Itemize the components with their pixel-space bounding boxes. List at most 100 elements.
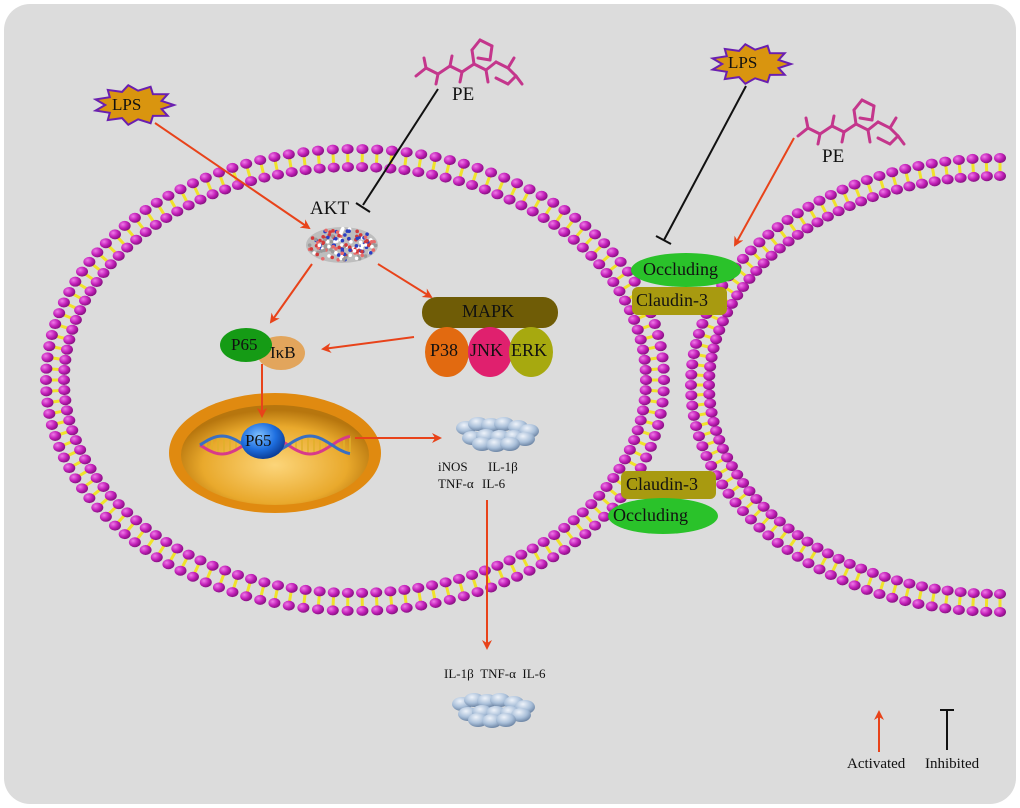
lipid-head [74, 444, 87, 455]
lipid-head [980, 171, 993, 182]
akt-atom [310, 236, 315, 240]
lipid-head [705, 460, 718, 471]
lipid-head [139, 522, 152, 533]
pe-bond [888, 116, 898, 130]
lipid-head [685, 380, 697, 390]
lipid-head [63, 463, 76, 474]
occluding-bottom-label: Occluding [613, 505, 688, 525]
pe-bond [852, 108, 858, 126]
lipid-head [258, 577, 271, 588]
lipid-head [652, 330, 665, 341]
lipid-head [687, 349, 700, 360]
lps-right-node[interactable] [709, 42, 795, 86]
lipid-head [90, 277, 103, 288]
akt-atom [330, 255, 335, 260]
lps-left-node[interactable] [92, 83, 178, 127]
jnk-label: JNK [470, 340, 504, 360]
lipid-head [737, 477, 750, 488]
edge-lps-inhibits-occluding [663, 85, 747, 241]
lipid-head [66, 425, 79, 436]
lipid-head [757, 258, 770, 269]
lps-star-icon [92, 83, 178, 127]
lipid-head [535, 190, 548, 201]
lipid-head [710, 425, 723, 436]
lipid-head [623, 444, 636, 455]
pe-bond [506, 56, 516, 70]
lipid-head [600, 268, 613, 279]
pe-bond [436, 64, 452, 76]
akt-atom [321, 241, 326, 246]
lipid-head [285, 582, 298, 593]
lipid-head [76, 266, 89, 277]
akt-atom [344, 243, 348, 247]
lipid-head [765, 250, 778, 261]
lipid-head [171, 543, 184, 554]
lipid-head [743, 273, 756, 284]
lipid-head [716, 316, 729, 327]
akt-atom [363, 254, 368, 258]
pe-molecule-icon [796, 98, 906, 146]
lipid-head [254, 594, 267, 605]
akt-atom [329, 240, 334, 244]
lipid-head [713, 434, 726, 445]
lipid-head [498, 172, 511, 183]
akt-atom [322, 248, 326, 253]
lipid-head [637, 344, 650, 355]
akt-label: AKT [310, 198, 350, 219]
lipid-head [162, 559, 175, 570]
edge-pe-to-occluding [734, 137, 795, 247]
lipid-head [149, 219, 162, 230]
lipid-head [736, 253, 749, 264]
lipid-head [824, 189, 837, 200]
lipid-head [736, 506, 749, 517]
akt-atom [371, 248, 376, 252]
lipid-head [836, 575, 849, 586]
pe-bond [476, 56, 492, 62]
lipid-head [873, 589, 886, 600]
lipid-head [112, 250, 125, 261]
akt-atom [373, 243, 378, 248]
lipid-head [471, 587, 484, 598]
lipid-head [744, 514, 757, 525]
lipid-head [526, 206, 539, 217]
edge-mapk-to-ikb [321, 336, 415, 353]
lipid-head [685, 369, 698, 380]
lipid-head [160, 537, 173, 548]
lipid-head [725, 461, 738, 472]
lipid-head [58, 364, 71, 375]
lipid-head [753, 522, 766, 533]
lipid-head [299, 165, 312, 176]
claudin-bottom-node [621, 471, 716, 499]
pe-bond [896, 134, 906, 146]
lipid-head [593, 490, 606, 501]
pe-bond [494, 76, 510, 86]
lipid-head [491, 189, 504, 200]
lipid-head [49, 319, 62, 330]
lipid-head [511, 571, 524, 582]
lipid-head [297, 147, 310, 158]
lipid-head [613, 463, 626, 474]
lipid-head [791, 530, 804, 541]
akt-atom [325, 239, 330, 244]
lipid-head [69, 473, 82, 484]
lipid-head [254, 155, 267, 166]
lipid-head [824, 570, 837, 581]
lipid-head [485, 167, 498, 178]
lipid-head [226, 162, 239, 173]
pe-bond [484, 60, 498, 72]
pe-bond [796, 126, 810, 138]
lipid-head [53, 441, 66, 452]
akt-atom [360, 243, 365, 248]
lipid-head [686, 359, 699, 370]
akt-atom [316, 240, 320, 245]
lipid-head [548, 530, 561, 541]
lipid-head [598, 238, 611, 249]
akt-atom [360, 253, 365, 258]
occluding-top-node [631, 253, 741, 287]
lipid-head [765, 509, 778, 520]
akt-atom [340, 238, 345, 243]
akt-atom [365, 232, 369, 237]
akt-atom [321, 234, 325, 239]
lipid-head [954, 172, 967, 183]
lipid-head [878, 571, 891, 582]
